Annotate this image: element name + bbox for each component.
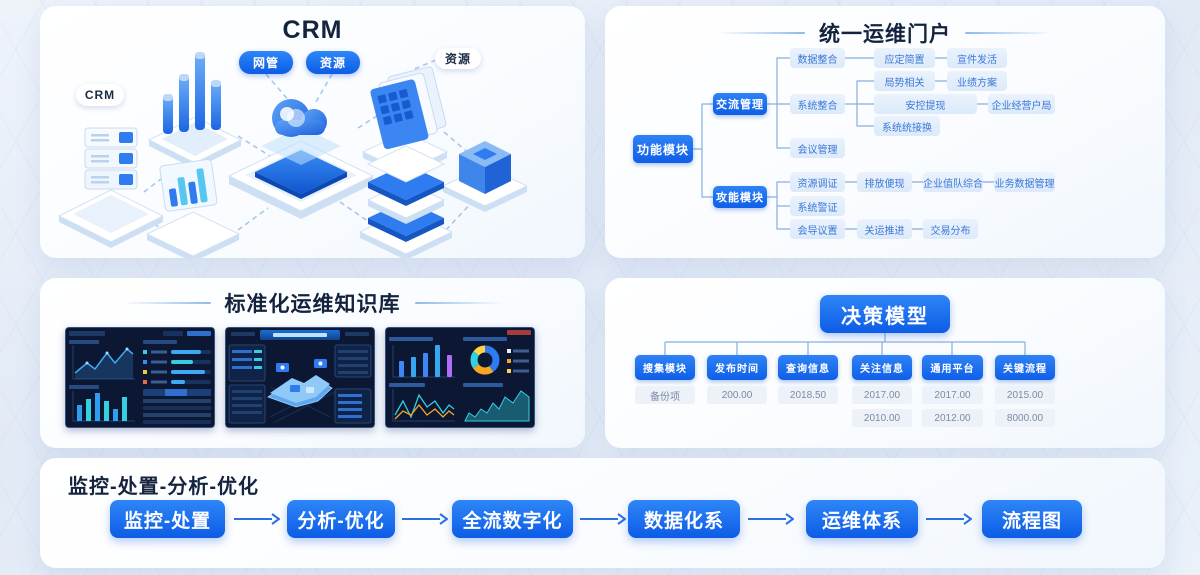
- documents-icon: [361, 66, 449, 178]
- kb-dashboard-2: [225, 327, 375, 428]
- dashboard-1-art: [65, 327, 215, 428]
- decision-col-2-header: 发布时间: [707, 355, 767, 380]
- flow-step-6: 流程图: [982, 500, 1082, 538]
- decision-col-5-value-2: 2012.00: [922, 409, 983, 427]
- crm-server-label: CRM: [76, 84, 124, 106]
- portal-leaf-8: 排放便现: [857, 172, 912, 192]
- crm-panel-title: CRM: [282, 16, 343, 44]
- portal-leaf-5: 安控提现: [874, 94, 977, 114]
- flow-heading: 监控-处置-分析-优化: [68, 476, 259, 498]
- flow-arrow-1: [234, 513, 280, 525]
- portal-node-meeting-mgmt: 会议管理: [790, 138, 845, 158]
- decision-col-2-value-1: 200.00: [707, 386, 767, 404]
- portal-node-meeting-set: 会导议置: [790, 219, 845, 239]
- bar-chart-icon: [147, 52, 243, 169]
- kb-dashboard-3: [385, 327, 535, 428]
- decision-col-5-header: 通用平台: [922, 355, 983, 380]
- decision-col-4-value-1: 2017.00: [852, 386, 912, 404]
- flow-step-1: 监控-处置: [110, 500, 225, 538]
- title-line-right: [414, 302, 503, 304]
- decision-title: 决策模型: [820, 295, 950, 333]
- decision-col-3-value-1: 2018.50: [778, 386, 838, 404]
- decision-col-6-value-1: 2015.00: [995, 386, 1055, 404]
- flow-step-4: 数据化系: [628, 500, 740, 538]
- decision-col-4-header: 关注信息: [852, 355, 912, 380]
- portal-leaf-10: 业务数据管理: [994, 172, 1055, 192]
- portal-leaf-9: 企业值队综合: [923, 172, 983, 192]
- decision-col-1-value-1: 备份项: [635, 386, 695, 404]
- portal-title: 统一运维门户: [819, 23, 951, 46]
- decision-col-6-value-2: 8000.00: [995, 409, 1055, 427]
- portal-leaf-1: 应定简置: [874, 48, 935, 68]
- netmgmt-label: 网管: [239, 51, 293, 74]
- portal-node-resource-cert: 资源调证: [790, 172, 845, 192]
- resource-label-1: 资源: [306, 51, 360, 74]
- portal-branch-1: 交流管理: [713, 93, 767, 115]
- portal-root-node: 功能模块: [633, 135, 693, 163]
- portal-branch-2: 攻能模块: [713, 186, 767, 208]
- portal-leaf-7: 系统统接换: [874, 116, 940, 136]
- dashboard-2-art: [225, 327, 375, 428]
- cube-icon: [441, 141, 529, 212]
- cloud-platform-icon: [227, 99, 375, 219]
- mini-chart-icon: [145, 158, 241, 258]
- crm-panel: CRM: [40, 6, 585, 258]
- flow-panel: 监控-处置-分析-优化 监控-处置 分析-优化 全流数字化 数据化系 运维体系 …: [40, 458, 1165, 568]
- portal-leaf-6: 企业经营户局: [988, 94, 1055, 114]
- title-line-right: [965, 32, 1053, 34]
- title-line-left: [122, 302, 211, 304]
- flow-step-2: 分析-优化: [287, 500, 395, 538]
- portal-leaf-3: 局势相关: [874, 71, 935, 91]
- decision-col-4-value-2: 2010.00: [852, 409, 912, 427]
- portal-leaf-4: 业绩方案: [947, 71, 1007, 91]
- portal-leaf-12: 交易分布: [923, 219, 978, 239]
- kb-dashboard-1: [65, 327, 215, 428]
- resource-label-2: 资源: [435, 48, 481, 69]
- decision-col-6-header: 关键流程: [995, 355, 1055, 380]
- dashboard-3-art: [385, 327, 535, 428]
- portal-leaf-11: 关运推进: [857, 219, 912, 239]
- flow-arrow-4: [748, 513, 794, 525]
- portal-node-system-integration: 系统整合: [790, 94, 845, 114]
- server-stack-icon: [358, 145, 454, 258]
- title-line-left: [717, 32, 805, 34]
- server-left-icon: [57, 127, 165, 248]
- decision-model-panel: 决策模型 搜集模块 发布时间 查询信息 关注信息 通用平台 关键流程 备份项 2…: [605, 278, 1165, 448]
- flow-arrow-5: [926, 513, 972, 525]
- decision-col-1-header: 搜集模块: [635, 355, 695, 380]
- portal-panel: 统一运维门户 功能模块 交流管理 攻能模块 数据整合 系统整合 会议管理 资源调…: [605, 6, 1165, 258]
- decision-col-5-value-1: 2017.00: [922, 386, 983, 404]
- portal-node-system-alert: 系统警证: [790, 196, 845, 216]
- flow-arrow-2: [402, 513, 448, 525]
- portal-node-data-integration: 数据整合: [790, 48, 845, 68]
- knowledge-base-panel: 标准化运维知识库: [40, 278, 585, 448]
- flow-step-5: 运维体系: [806, 500, 918, 538]
- crm-dashed-links: [143, 59, 475, 239]
- kb-title: 标准化运维知识库: [224, 293, 401, 316]
- flow-arrow-3: [580, 513, 626, 525]
- flow-step-3: 全流数字化: [452, 500, 573, 538]
- decision-col-3-header: 查询信息: [778, 355, 838, 380]
- portal-leaf-2: 宣件发活: [947, 48, 1007, 68]
